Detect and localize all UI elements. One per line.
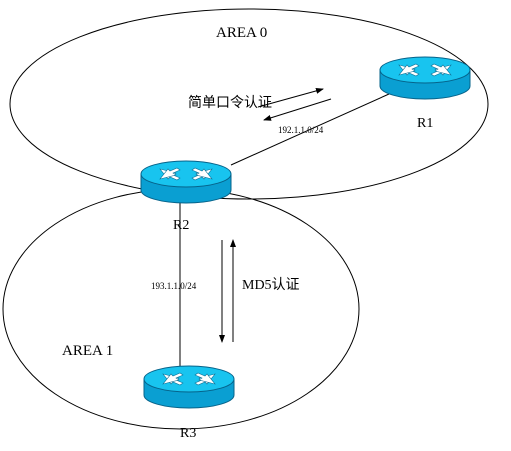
link-r2-r1 bbox=[230, 93, 390, 166]
area-0-boundary bbox=[9, 8, 489, 200]
router-icon[interactable] bbox=[140, 160, 232, 204]
auth-label-simple: 简单口令认证 bbox=[188, 94, 272, 111]
auth-arrow-to-r2 bbox=[263, 98, 332, 121]
router-icon[interactable] bbox=[379, 56, 471, 100]
area-1-label: AREA 1 bbox=[62, 343, 113, 359]
router-icon[interactable] bbox=[143, 365, 235, 409]
area-0-label: AREA 0 bbox=[216, 25, 267, 41]
auth-label-md5: MD5认证 bbox=[242, 277, 300, 293]
router-r1-label: R1 bbox=[417, 116, 433, 131]
router-r2-label: R2 bbox=[173, 218, 189, 233]
subnet-label-area1: 193.1.1.0/24 bbox=[151, 281, 197, 291]
subnet-label-area0: 192.1.1.0/24 bbox=[278, 125, 324, 135]
auth-arrow-to-r1 bbox=[257, 87, 324, 108]
router-r3-label: R3 bbox=[180, 426, 196, 441]
